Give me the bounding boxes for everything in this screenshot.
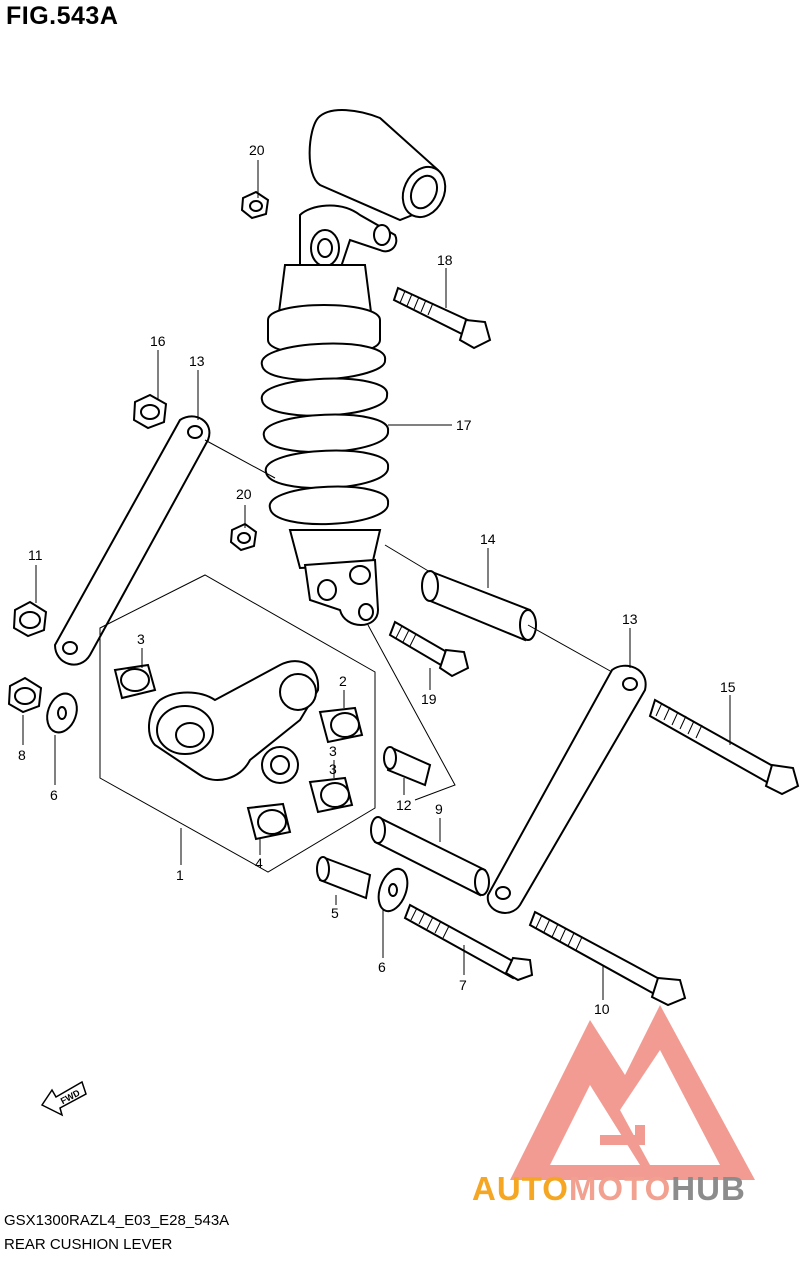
- callout-8: 8: [18, 747, 26, 763]
- watermark-word-moto: MOTO: [568, 1170, 672, 1207]
- callout-18: 18: [437, 252, 453, 268]
- bolt-19: [388, 620, 470, 678]
- leader-lines: [22, 160, 731, 1000]
- callout-5: 5: [331, 905, 339, 921]
- diagram-caption: REAR CUSHION LEVER: [4, 1236, 173, 1253]
- callout-20-lower: 20: [236, 486, 252, 502]
- bearing-4: [246, 802, 292, 841]
- callout-10: 10: [594, 1001, 610, 1017]
- spacer-to-link-line: [384, 544, 613, 673]
- callout-19: 19: [421, 691, 437, 707]
- spacer-9: [370, 816, 490, 897]
- bolt-15: [648, 698, 800, 796]
- watermark-logo: [510, 1005, 755, 1180]
- callout-3-top: 3: [137, 631, 145, 647]
- callout-13-right: 13: [622, 611, 638, 627]
- callout-3-right: 3: [329, 761, 337, 777]
- nut-8: [7, 676, 43, 714]
- bolt-7: [403, 903, 534, 982]
- washer-6-right: [377, 867, 409, 913]
- link-rod-13-left: [53, 415, 211, 666]
- cushion-lever: [148, 660, 320, 784]
- bearing-2: [318, 706, 364, 744]
- callout-2: 2: [339, 673, 347, 689]
- spacer-5: [316, 856, 372, 900]
- callout-1: 1: [176, 867, 184, 883]
- callout-20-upper: 20: [249, 142, 265, 158]
- assembly-guide-line: [367, 624, 456, 801]
- callout-11: 11: [28, 547, 43, 563]
- link-rod-13-right: [486, 664, 647, 914]
- callout-14: 14: [480, 531, 496, 547]
- nut-11: [12, 600, 48, 638]
- bolt-18: [392, 286, 492, 350]
- callout-9: 9: [435, 801, 443, 817]
- shock-to-link-line: [204, 439, 276, 479]
- watermark-word-auto: AUTO: [472, 1170, 569, 1207]
- callout-15: 15: [720, 679, 736, 695]
- callout-17: 17: [456, 417, 472, 433]
- callout-7: 7: [459, 977, 467, 993]
- callout-13-left: 13: [189, 353, 205, 369]
- shock-absorber: [260, 109, 447, 626]
- callout-6-right: 6: [378, 959, 386, 975]
- watermark-text: AUTOMOTOHUB: [472, 1170, 746, 1208]
- washer-6-left: [46, 692, 78, 734]
- model-code: GSX1300RAZL4_E03_E28_543A: [4, 1212, 230, 1229]
- bearing-3-top: [113, 663, 157, 700]
- callout-4: 4: [255, 855, 263, 871]
- nut-20-lower: [229, 522, 258, 552]
- bearing-3-right: [308, 776, 354, 814]
- figure-title: FIG.543A: [6, 2, 119, 30]
- bolt-10: [528, 910, 687, 1007]
- fwd-arrow-icon: FWD: [40, 1080, 87, 1117]
- callout-12: 12: [396, 797, 412, 813]
- callout-16: 16: [150, 333, 166, 349]
- nut-16: [132, 393, 168, 430]
- watermark-word-hub: HUB: [671, 1170, 746, 1207]
- spacer-14: [421, 570, 537, 642]
- callout-6-left: 6: [50, 787, 58, 803]
- callout-3-middle: 3: [329, 743, 337, 759]
- spacer-12: [383, 746, 432, 787]
- nut-20-upper: [240, 190, 270, 220]
- assembly-box: [99, 574, 376, 873]
